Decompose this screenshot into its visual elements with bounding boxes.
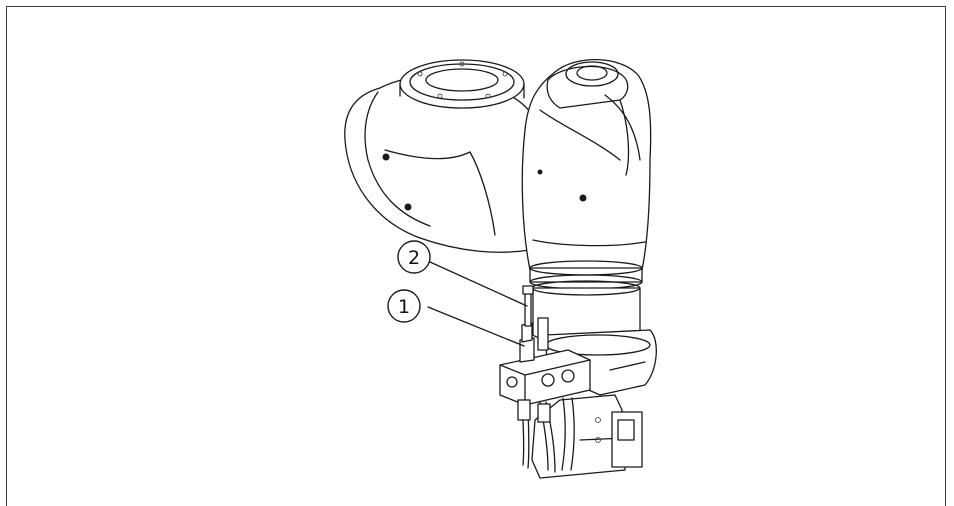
connector-block xyxy=(499,285,591,406)
callout-leader-1 xyxy=(427,306,525,347)
callout-1: 1 xyxy=(387,289,421,323)
wrist-joint xyxy=(529,260,643,344)
gripper-body xyxy=(531,394,643,479)
callout-2-label: 2 xyxy=(408,247,420,269)
top-flange xyxy=(399,59,525,109)
figure-frame xyxy=(6,6,946,506)
callout-2: 2 xyxy=(397,240,431,274)
forearm-link xyxy=(521,58,652,271)
callout-1-label: 1 xyxy=(398,296,410,318)
upper-arm-link xyxy=(344,75,533,253)
callout-leader-2 xyxy=(429,261,528,307)
cables xyxy=(517,397,575,473)
